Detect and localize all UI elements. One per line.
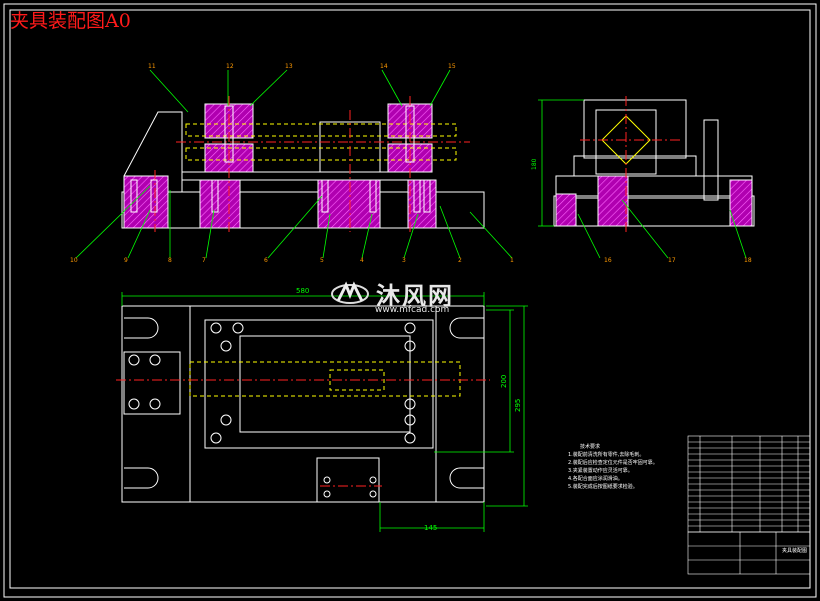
dim-side-height: 180 xyxy=(531,158,538,170)
top-lever-plate xyxy=(316,457,380,503)
title-block xyxy=(687,435,811,575)
part-balloon: 2 xyxy=(458,257,462,264)
side-section-right xyxy=(729,179,753,227)
part-balloon: 14 xyxy=(380,63,388,70)
part-balloon: 6 xyxy=(264,257,268,264)
part-balloon: 7 xyxy=(202,257,206,264)
top-clamp-plate xyxy=(204,319,434,449)
title-block-name: 夹具装配图 xyxy=(782,547,807,554)
side-view: 180 xyxy=(531,96,755,259)
part-balloon: 4 xyxy=(360,257,364,264)
drawing-title: 夹具装配图A0 xyxy=(10,10,131,32)
part-balloon: 17 xyxy=(668,257,676,264)
dim-top-width: 580 xyxy=(296,287,309,295)
top-view: 580 200 295 145 xyxy=(116,287,528,532)
part-balloon: 5 xyxy=(320,257,324,264)
watermark-brand: 沐风网 xyxy=(376,282,454,310)
side-section-left xyxy=(555,193,577,227)
watermark-url: www.mfcad.com xyxy=(375,305,450,315)
inner-frame xyxy=(9,9,811,589)
outer-frame xyxy=(3,3,817,598)
note-item: 1.装配前清洗所有零件,去除毛刺。 xyxy=(568,452,645,458)
part-balloon: 11 xyxy=(148,63,156,70)
part-balloon: 10 xyxy=(70,257,78,264)
front-view xyxy=(121,96,485,232)
dim-outer-height: 295 xyxy=(514,399,522,412)
note-item: 2.装配后应检查定位元件是否牢固可靠。 xyxy=(568,460,658,466)
part-balloon: 9 xyxy=(124,257,128,264)
part-balloon: 16 xyxy=(604,257,612,264)
top-base xyxy=(121,305,485,503)
clamp-right-bottom xyxy=(387,143,433,173)
part-balloon: 13 xyxy=(285,63,293,70)
technical-notes: 技术要求 1.装配前清洗所有零件,去除毛刺。 2.装配后应检查定位元件是否牢固可… xyxy=(568,443,658,491)
watermark-logo-icon xyxy=(331,280,369,304)
part-balloon: 3 xyxy=(402,257,406,264)
dim-inner-height: 200 xyxy=(500,375,508,388)
watermark: 沐风网 xyxy=(330,276,454,311)
note-item: 4.各配合面应涂润滑油。 xyxy=(568,476,623,482)
note-item: 5.装配完成后按图纸要求检验。 xyxy=(568,484,638,490)
part-balloon: 8 xyxy=(168,257,172,264)
side-base xyxy=(553,195,755,227)
part-balloon: 12 xyxy=(226,63,234,70)
section-left-post xyxy=(199,179,241,229)
end-cap xyxy=(435,191,485,229)
dim-bottom-width: 145 xyxy=(424,524,437,532)
part-balloon: 15 xyxy=(448,63,456,70)
technical-notes-heading: 技术要求 xyxy=(580,444,601,450)
part-balloon: 1 xyxy=(510,257,514,264)
part-balloon: 18 xyxy=(744,257,752,264)
note-item: 3.夹紧装置动作应灵活可靠。 xyxy=(568,468,633,474)
section-right-post xyxy=(407,179,437,229)
